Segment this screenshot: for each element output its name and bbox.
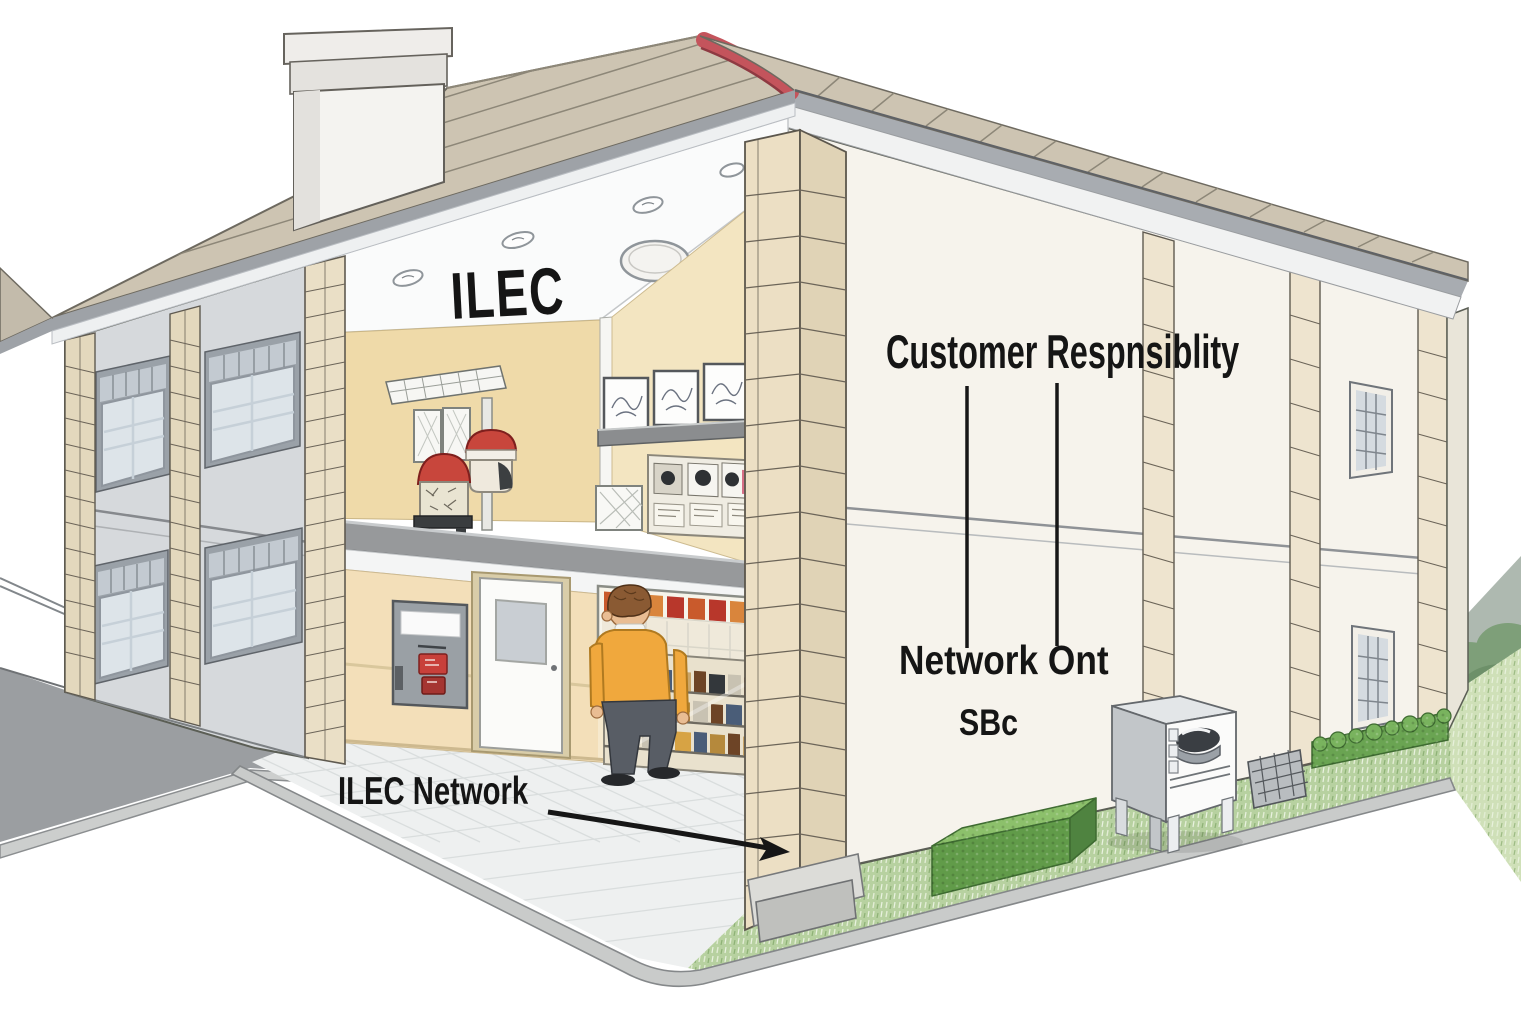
ont-slots xyxy=(1168,728,1179,774)
ont-cabinet xyxy=(1111,695,1237,854)
ilec-network-arrow xyxy=(547,809,769,851)
ont-legs xyxy=(1115,796,1234,854)
left-window-upper-2 xyxy=(204,331,301,469)
interior-door xyxy=(471,570,571,760)
corner-column xyxy=(744,128,865,944)
right-facade xyxy=(785,91,1469,874)
slatted-canopy xyxy=(385,365,507,405)
person-pants xyxy=(601,699,677,775)
roof xyxy=(0,26,1469,354)
left-window-lower-1 xyxy=(93,549,169,685)
person-arm-left xyxy=(588,642,606,709)
hedge-far xyxy=(1311,708,1452,769)
dryer-machine xyxy=(464,428,518,493)
left-quoin-strip-1 xyxy=(64,332,96,701)
left-facade xyxy=(64,263,309,760)
wall-kiosk xyxy=(391,599,469,710)
person-ear xyxy=(601,610,613,622)
ilec-network-arrowhead xyxy=(759,837,790,861)
right-window-upper xyxy=(1349,380,1393,480)
quoin-strip-corner-far xyxy=(1417,307,1448,743)
gable-fascia xyxy=(52,90,795,331)
person-hair xyxy=(607,584,652,618)
hedge-front xyxy=(931,797,1097,897)
person-hand-left xyxy=(590,705,604,719)
column-footing-lower xyxy=(755,879,857,944)
left-window-lower-2 xyxy=(204,527,303,665)
mesh-panel-lower xyxy=(595,485,643,531)
far-corner-return xyxy=(1446,306,1469,735)
ceiling-lights xyxy=(392,162,745,287)
popcorn-machine xyxy=(413,452,473,534)
ceiling-sign-label: ILEC xyxy=(448,253,567,333)
right-wall-floor-line xyxy=(811,503,1446,562)
background-field-texture xyxy=(1443,648,1521,882)
left-wall-base xyxy=(64,691,309,759)
left-quoin-strip-2 xyxy=(169,305,201,727)
right-wall-floor-line-2 xyxy=(811,520,1446,577)
picture-frame xyxy=(702,362,750,422)
picture-frame xyxy=(602,376,650,432)
door-knob xyxy=(551,665,557,671)
wire-basket xyxy=(1247,749,1309,809)
sbc-label: SBc xyxy=(959,702,1019,743)
customer-responsibility-label: Customer Respnsiblity xyxy=(886,325,1240,378)
street-pavement xyxy=(0,668,308,842)
corner-column-left-face xyxy=(744,128,801,932)
west-hip xyxy=(0,266,54,354)
roof-right-arris xyxy=(794,89,1469,281)
person-hand-right xyxy=(676,711,690,725)
right-fascia xyxy=(791,91,1468,297)
ont-device xyxy=(1175,727,1221,765)
chimney xyxy=(283,26,453,232)
person-shoe-right xyxy=(648,767,680,779)
cutaway-interior xyxy=(304,116,789,786)
curb xyxy=(230,765,1457,988)
annotations xyxy=(547,383,1059,861)
outdoor-items xyxy=(931,695,1452,897)
person-shoe-left xyxy=(601,774,635,786)
network-ont-label: Network Ont xyxy=(899,637,1109,683)
gable-frieze xyxy=(51,102,796,345)
roof-right-seams xyxy=(817,76,1435,263)
wall-cut-strip xyxy=(304,254,346,765)
picture-frame xyxy=(652,369,700,427)
right-window-lower xyxy=(1351,624,1395,732)
ilec-network-label: ILEC Network xyxy=(338,770,529,813)
roof-ridge-line xyxy=(446,35,701,89)
product-cabinet xyxy=(647,453,767,541)
roof-ridge-cap-red xyxy=(696,32,799,100)
quoin-strip-right xyxy=(1289,270,1321,769)
person xyxy=(588,584,690,786)
left-window-upper-1 xyxy=(95,355,171,493)
